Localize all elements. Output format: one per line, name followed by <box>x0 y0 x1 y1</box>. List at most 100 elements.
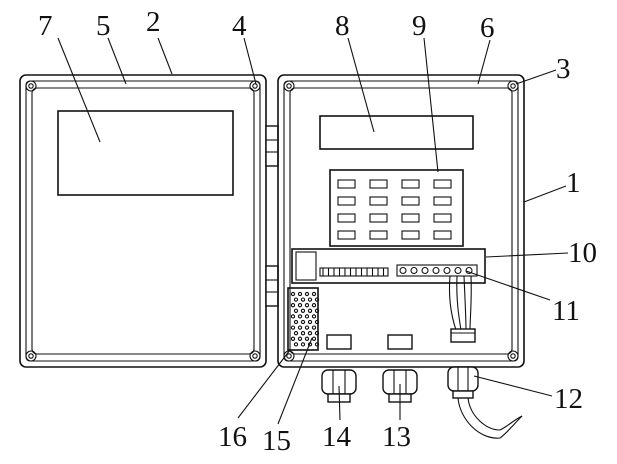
leader-16 <box>237 349 291 419</box>
leader-5 <box>107 37 127 85</box>
leader-9 <box>423 37 439 173</box>
connector-hole <box>443 266 451 275</box>
vent-hole <box>314 297 320 302</box>
vent-hole <box>314 308 320 313</box>
keypad-key <box>433 213 452 223</box>
vent-grille <box>287 287 320 351</box>
vent-hole <box>290 314 296 319</box>
vent-hole <box>307 331 313 336</box>
connector-hole <box>432 266 440 275</box>
keypad-key <box>401 196 420 206</box>
vent-hole <box>304 336 310 341</box>
callout-9: 9 <box>412 10 427 42</box>
external-cable <box>457 397 523 439</box>
vent-hole <box>300 342 306 347</box>
gland-middle-base <box>387 334 413 350</box>
callout-2: 2 <box>146 6 161 38</box>
vent-hole <box>300 308 306 313</box>
connector-hole <box>399 266 407 275</box>
box-body <box>277 74 525 368</box>
vent-hole <box>304 303 310 308</box>
box-screw-top-left <box>283 80 295 92</box>
vent-hole <box>311 291 317 297</box>
vent-hole <box>293 308 299 313</box>
hinge-upper <box>265 125 279 167</box>
keypad-key <box>433 196 452 206</box>
vent-hole <box>314 319 320 325</box>
callout-6: 6 <box>480 12 495 44</box>
leader-8 <box>347 37 375 133</box>
leader-11 <box>465 270 551 301</box>
door-panel <box>19 74 267 368</box>
vent-hole <box>293 297 299 302</box>
keypad-key <box>369 230 388 240</box>
vent-hole <box>304 291 310 297</box>
vent-hole <box>293 319 299 325</box>
callout-5: 5 <box>96 10 111 42</box>
terminal-row <box>319 267 389 277</box>
callout-labels: 7 5 2 4 8 9 6 3 1 10 11 12 13 14 15 16 <box>38 6 597 457</box>
keypad-panel <box>329 169 464 247</box>
leader-7 <box>57 37 101 143</box>
vent-hole <box>290 325 296 330</box>
vent-hole <box>311 325 317 330</box>
door-display-window <box>57 110 234 196</box>
callout-13: 13 <box>382 421 411 453</box>
callout-15: 15 <box>262 425 291 457</box>
leader-3 <box>515 69 557 85</box>
callout-3: 3 <box>556 53 571 85</box>
vent-hole <box>290 303 296 308</box>
keypad-key <box>337 213 356 223</box>
vent-hole <box>311 303 317 308</box>
vent-hole <box>314 342 320 347</box>
vent-hole <box>290 336 296 341</box>
vent-holes <box>290 291 320 347</box>
keypad-key <box>401 213 420 223</box>
callout-11: 11 <box>552 295 580 327</box>
vent-hole <box>297 325 303 330</box>
connector-hole <box>410 266 418 275</box>
connector-holes <box>399 266 473 275</box>
keypad-key <box>337 179 356 189</box>
rail-body <box>291 248 486 284</box>
door-seal-strip <box>25 80 261 362</box>
vent-hole <box>290 291 296 297</box>
keypad-keys <box>337 179 452 240</box>
cable-gland-right <box>447 366 523 439</box>
door-outer-frame <box>19 74 267 368</box>
vent-hole <box>297 314 303 319</box>
internal-wires <box>448 275 476 343</box>
keypad-key <box>369 213 388 223</box>
keypad-key <box>337 230 356 240</box>
leader-1 <box>523 185 567 203</box>
box-screw-bottom-right <box>507 350 519 362</box>
callout-7: 7 <box>38 10 53 42</box>
vent-hole <box>300 319 306 325</box>
wire-clamp <box>450 328 476 343</box>
gland-right-cap <box>452 390 474 399</box>
vent-hole <box>307 319 313 325</box>
callout-14: 14 <box>322 421 352 453</box>
keypad-key <box>433 179 452 189</box>
box-inner-frame <box>289 87 513 355</box>
vent-hole <box>304 314 310 319</box>
vent-hole <box>314 331 320 336</box>
leader-12 <box>473 375 553 397</box>
keypad <box>329 169 464 247</box>
callout-8: 8 <box>335 10 350 42</box>
keypad-key <box>433 230 452 240</box>
vent-hole <box>311 314 317 319</box>
connector-hole <box>454 266 462 275</box>
hinge-lower-body <box>265 265 279 307</box>
leader-2 <box>157 37 173 75</box>
connector-hole <box>465 266 473 275</box>
vent-hole <box>307 308 313 313</box>
vent-hole <box>297 336 303 341</box>
leader-6 <box>477 39 491 85</box>
callout-16: 16 <box>218 421 247 453</box>
keypad-key <box>369 196 388 206</box>
keypad-key <box>337 196 356 206</box>
vent-hole <box>293 342 299 347</box>
